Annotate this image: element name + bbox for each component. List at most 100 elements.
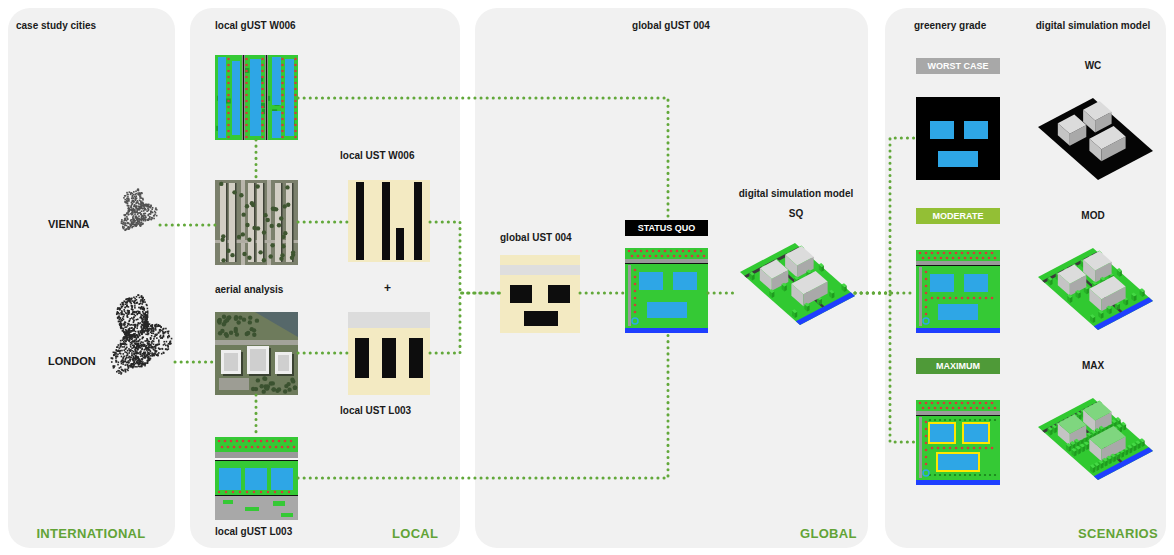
map-dot	[138, 217, 140, 219]
map-dot	[138, 341, 140, 343]
map-dot	[160, 326, 162, 328]
map-dot	[136, 296, 138, 298]
tree-dot	[279, 216, 283, 220]
map-dot	[141, 193, 143, 195]
map-dot	[139, 219, 141, 221]
map-dot	[162, 348, 164, 350]
map-dot	[133, 364, 135, 366]
map-dot	[133, 346, 135, 348]
map-dot	[133, 297, 135, 299]
map-dot	[147, 329, 149, 331]
map-dot	[145, 347, 147, 349]
map-dot	[137, 324, 139, 326]
tree-cell	[226, 99, 231, 104]
map-dot	[140, 355, 142, 357]
green-ground	[215, 55, 298, 140]
map-dot	[144, 318, 146, 320]
tree-dot	[700, 250, 703, 253]
map-dot	[148, 329, 150, 331]
map-dot	[114, 354, 116, 356]
map-dot	[142, 198, 144, 200]
map-dot	[133, 351, 135, 353]
building	[414, 182, 422, 260]
tree-dot	[673, 255, 676, 258]
map-dot	[156, 215, 158, 217]
road-edge	[625, 263, 708, 264]
map-dot	[163, 352, 165, 354]
map-dot	[130, 342, 132, 344]
tree-dot	[664, 250, 667, 253]
building	[396, 228, 404, 260]
building	[510, 285, 532, 303]
map-dot	[127, 333, 129, 335]
map-dot	[122, 314, 124, 316]
map-dot	[125, 348, 127, 350]
structure-type-drawing	[500, 255, 580, 333]
map-dot	[122, 222, 124, 224]
map-dot	[144, 365, 146, 367]
map-dot	[145, 220, 147, 222]
map-dot	[150, 204, 152, 206]
tree-dot	[246, 331, 250, 335]
tree-dot	[245, 118, 248, 121]
map-dot	[142, 216, 144, 218]
map-dot	[121, 311, 123, 313]
map-dot	[139, 347, 141, 349]
map-dot	[130, 225, 132, 227]
building-shadow	[254, 183, 256, 262]
map-dot	[128, 356, 130, 358]
map-dot	[125, 338, 127, 340]
map-dot	[148, 206, 150, 208]
map-dot	[138, 346, 140, 348]
map-dot	[129, 365, 131, 367]
tree-dot	[281, 118, 284, 121]
tree-dot	[281, 58, 284, 61]
map-dot	[138, 215, 140, 217]
map-dot	[141, 329, 143, 331]
map-dot	[145, 363, 147, 365]
map-dot	[131, 355, 133, 357]
tree-dot	[220, 238, 224, 242]
map-dot	[137, 208, 139, 210]
tree-dot	[676, 250, 679, 253]
map-dot	[126, 216, 128, 218]
map-dot	[135, 217, 137, 219]
tree-dot	[928, 257, 931, 260]
map-dot	[146, 305, 148, 307]
map-dot	[123, 357, 125, 359]
map-dot	[167, 345, 169, 347]
map-dot	[141, 366, 143, 368]
map-dot	[135, 205, 137, 207]
map-dot	[128, 352, 130, 354]
map-dot	[135, 350, 137, 352]
map-dot	[117, 317, 119, 319]
map-dot	[129, 330, 131, 332]
road-edge	[243, 55, 244, 140]
map-dot	[158, 332, 160, 334]
tree-dot	[222, 314, 226, 318]
tree-dot	[949, 252, 952, 255]
map-dot	[129, 339, 131, 341]
tree-dot	[937, 297, 940, 300]
map-dot	[130, 346, 132, 348]
map-dot	[113, 367, 115, 369]
map-dot	[147, 321, 149, 323]
map-dot	[136, 208, 138, 210]
tree-dot	[278, 440, 281, 443]
map-dot	[139, 297, 141, 299]
tree-dot	[263, 446, 266, 449]
map-dot	[168, 331, 170, 333]
map-dot	[145, 318, 147, 320]
map-dot	[136, 311, 138, 313]
map-dot	[151, 341, 153, 343]
tree-dot	[257, 446, 260, 449]
map-dot	[122, 302, 124, 304]
tree-dot	[256, 378, 260, 382]
map-dot	[116, 313, 118, 315]
map-dot	[141, 308, 143, 310]
map-dot	[147, 347, 149, 349]
map-dot	[146, 317, 148, 319]
map-dot	[146, 355, 148, 357]
map-dot	[117, 353, 119, 355]
map-dot	[141, 348, 143, 350]
